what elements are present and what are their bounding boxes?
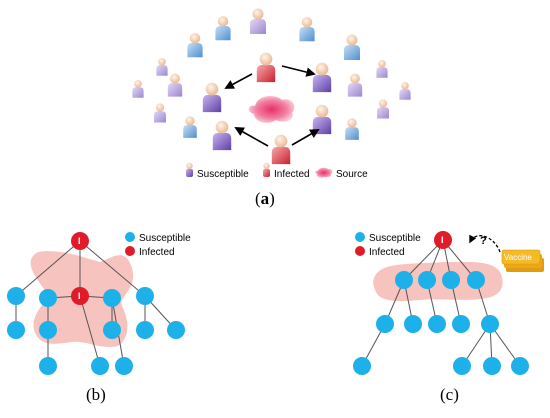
susceptible-node [353,357,371,375]
legend-c-susceptible-dot [355,232,365,242]
susceptible-node [103,289,121,307]
susceptible-person-icon [399,81,411,100]
legend-infected-icon [263,162,270,177]
spread-arrows [224,65,320,147]
susceptible-person-icon [377,99,389,119]
susceptible-person-icon [154,103,166,123]
caption-c: (c) [440,385,459,404]
susceptible-person-icon [183,116,197,138]
panel-a-population-diagram: Susceptible Infected Source (a) [132,8,411,208]
susceptible-node [39,321,57,339]
legend-source-blob-icon [315,167,333,178]
legend-c-infected-dot [355,246,365,256]
infected-node-label: I [78,291,81,301]
susceptible-person-icon [250,8,266,34]
susceptible-node [136,321,154,339]
legend-c-susceptible-label: Susceptible [369,233,421,244]
arrow-to-lower-right [291,129,320,146]
susceptible-node [481,315,499,333]
susceptible-node [418,271,436,289]
vaccine-target-dashed-arrow [469,234,501,253]
arrow-to-lower-left [234,127,269,147]
question-mark: ? [480,235,487,247]
panel-c-network: I Susceptible Infected ? Vaccine (c) [353,231,544,404]
panel-b-network: II Susceptible Infected (b) [7,232,191,404]
infected-node [71,232,89,250]
legend-susceptible-icon [186,162,193,177]
network-edge [79,240,146,297]
susceptible-person-icon [215,16,231,41]
susceptible-node [395,271,413,289]
susceptible-node [404,315,422,333]
susceptible-person-icon [376,59,388,78]
network-edge [15,240,81,297]
network-edge [403,239,444,281]
susceptible-node [428,315,446,333]
susceptible-node [39,289,57,307]
arrow-to-right-upper [281,65,316,77]
susceptible-person-icon [156,57,168,76]
susceptible-node [7,321,25,339]
susceptible-person-icon [312,104,332,135]
infected-person-icon [256,52,276,83]
susceptible-node [376,315,394,333]
legend-b-infected-dot [125,246,135,256]
susceptible-person-icon [187,33,203,58]
legend-b: Susceptible Infected [125,232,191,258]
susceptible-person-icon [202,82,222,113]
legend-c: Susceptible Infected [355,232,421,258]
legend-infected-label: Infected [274,169,310,180]
susceptible-node [39,357,57,375]
infected-node-label: I [441,235,444,245]
nodes-c: I [353,231,529,375]
susceptible-node [7,287,25,305]
legend-c-infected-label: Infected [369,247,405,258]
susceptible-node [511,357,529,375]
nodes-b: II [7,232,185,375]
legend-a: Susceptible Infected Source [186,162,368,180]
vaccine-label: Vaccine [504,253,532,262]
caption-b: (b) [86,385,106,404]
susceptible-node [483,357,501,375]
susceptible-node [467,271,485,289]
legend-b-susceptible-label: Susceptible [139,233,191,244]
legend-b-susceptible-dot [125,232,135,242]
arrow-to-left-upper [224,73,253,89]
susceptible-node [91,357,109,375]
susceptible-node [453,357,471,375]
susceptible-person-icon [167,73,183,97]
legend-susceptible-label: Susceptible [197,169,249,180]
vaccine-stack: Vaccine [501,249,544,272]
infection-source-blob [248,96,295,123]
caption-a: (a) [255,189,275,208]
people-group [132,8,411,165]
susceptible-node [167,321,185,339]
susceptible-node [103,321,121,339]
susceptible-person-icon [132,79,144,98]
edges-c [361,239,521,367]
susceptible-node [115,357,133,375]
infected-person-icon [271,134,291,165]
legend-b-infected-label: Infected [139,247,175,258]
susceptible-node [136,287,154,305]
susceptible-person-icon [344,34,360,60]
susceptible-person-icon [299,17,315,42]
legend-source-label: Source [336,169,368,180]
infected-node [434,231,452,249]
infected-node-label: I [78,236,81,246]
susceptible-person-icon [345,118,359,140]
susceptible-person-icon [312,62,332,93]
susceptible-person-icon [212,120,232,151]
susceptible-node [442,271,460,289]
susceptible-node [452,315,470,333]
susceptible-person-icon [347,73,363,97]
network-edge [79,295,101,367]
infected-node [71,287,89,305]
